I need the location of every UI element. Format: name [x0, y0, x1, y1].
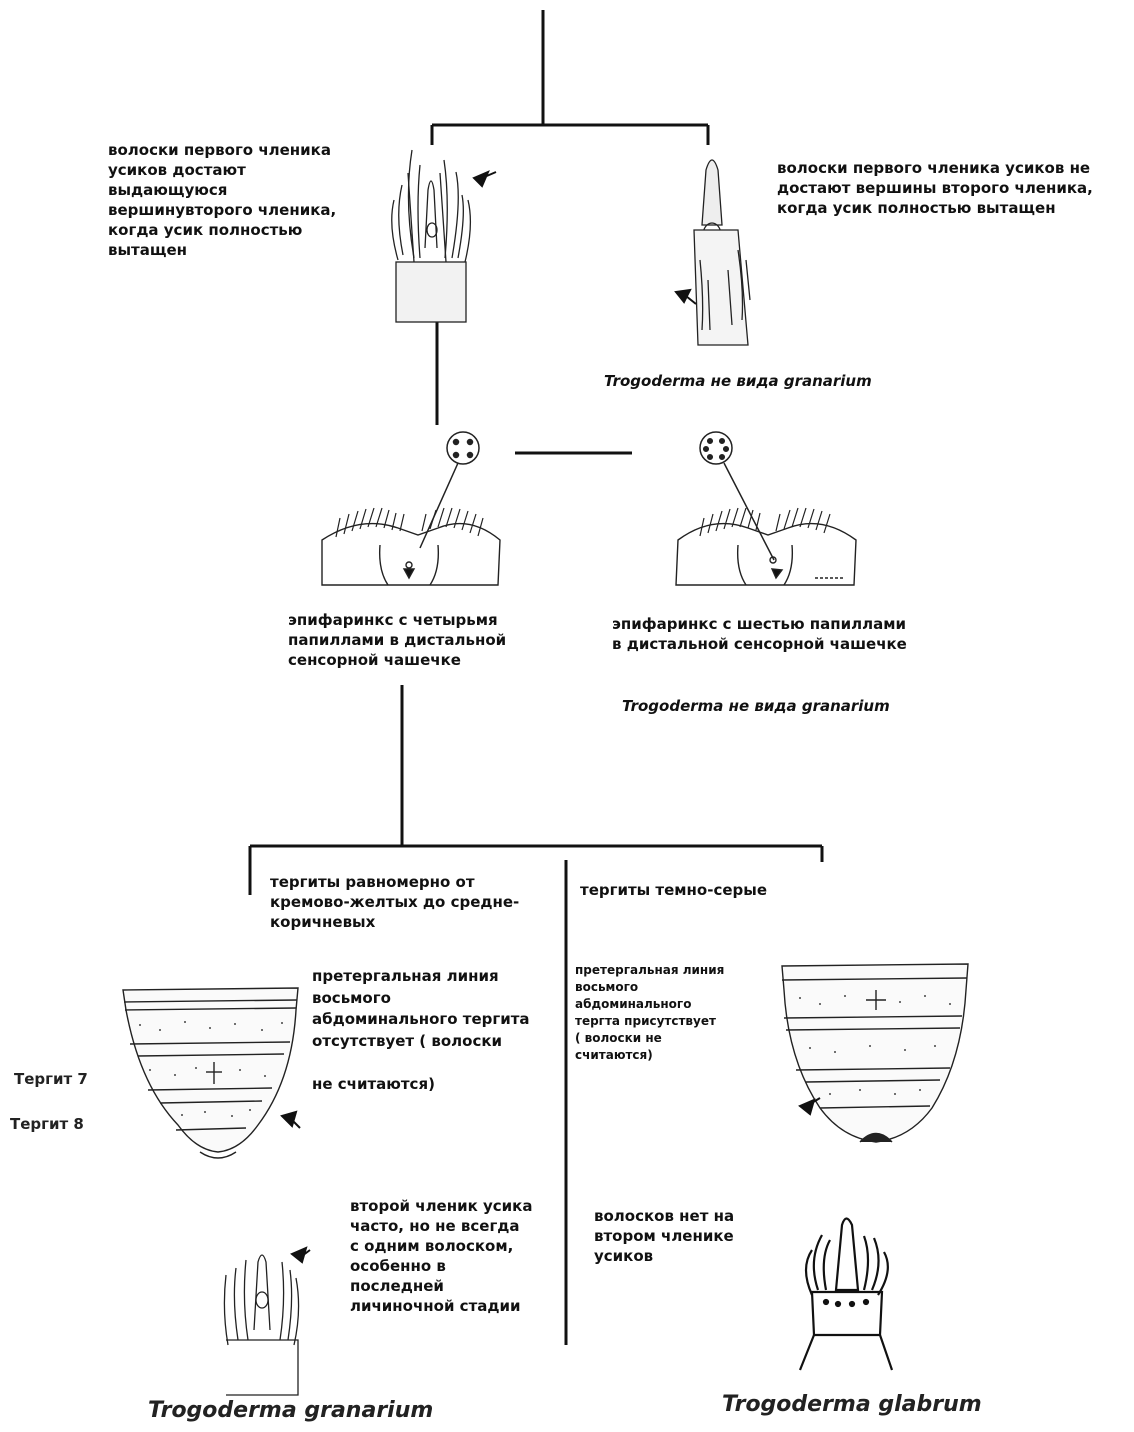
- second-segment-hair-text: второй членик усика часто, но не всегда …: [350, 1197, 533, 1315]
- tergite-7-label: Тергит 7: [14, 1070, 88, 1088]
- arrow-icon: [280, 1110, 301, 1129]
- species-glabrum: Trogoderma glabrum: [722, 1392, 982, 1417]
- tergites-uniform-box: тергиты равномерно от кремово-желтых до …: [270, 872, 560, 932]
- not-granarium-label-1: Trogoderma не вида granarium: [604, 372, 872, 390]
- epipharynx-four-text: эпифаринкс с четырьмя папиллами в дистал…: [288, 611, 507, 669]
- hairs-reach-text: волоски первого членика усиков достают в…: [108, 141, 337, 259]
- tergite-8-label: Тергит 8: [10, 1115, 84, 1133]
- tergites-dark-text: тергиты темно-серые: [580, 881, 767, 899]
- arrow-icon: [472, 170, 497, 188]
- pretergal-absent-text: претергальная линия восьмого абдоминальн…: [312, 967, 530, 1093]
- pretergal-present-text: претергальная линия восьмого абдоминальн…: [575, 963, 725, 1062]
- species-granarium: Trogoderma granarium: [148, 1398, 434, 1423]
- arrow-icon: [290, 1246, 311, 1264]
- epipharynx-six-text: эпифаринкс с шестью папиллами в дистальн…: [612, 615, 907, 653]
- no-hairs-second-text: волосков нет на втором членике усиков: [594, 1207, 735, 1265]
- arrow-icon: [674, 288, 697, 305]
- arrow-icon: [798, 1097, 821, 1116]
- hairs-not-reach-text: волоски первого членика усиков не достаю…: [777, 159, 1093, 217]
- not-granarium-label-2: Trogoderma не вида granarium: [622, 697, 890, 715]
- tergites-uniform-text: тергиты равномерно от кремово-желтых до …: [270, 873, 520, 931]
